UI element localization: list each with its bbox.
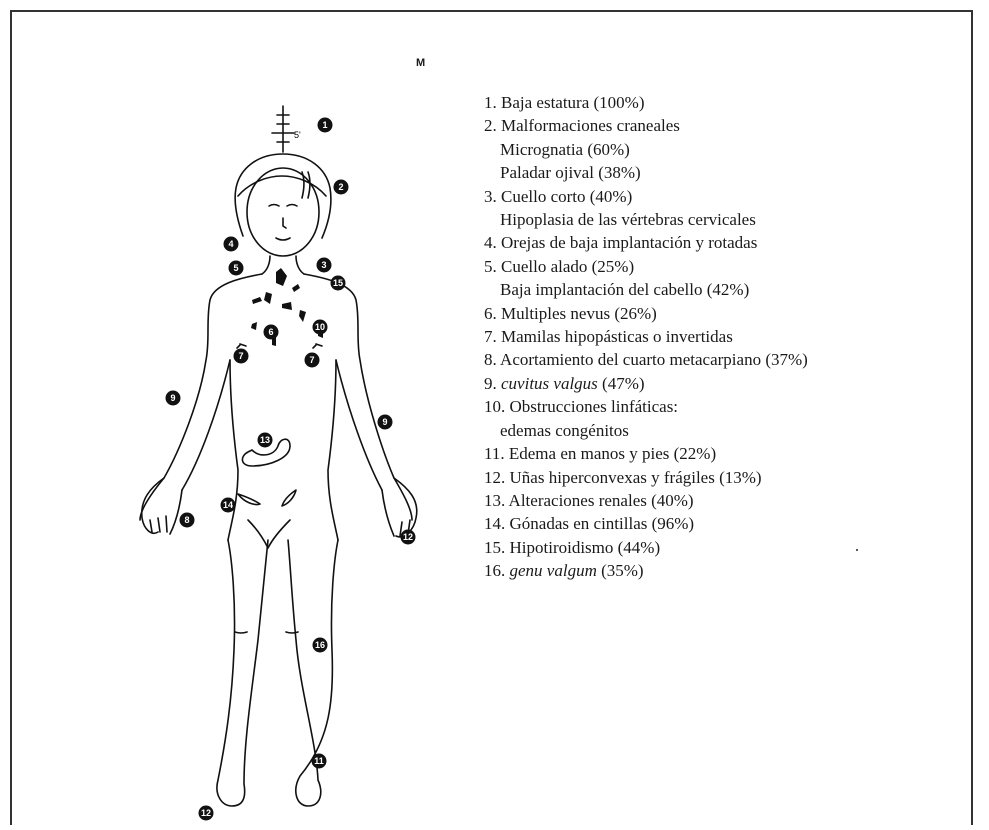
marker-5: 5 <box>229 261 244 276</box>
marker-12: 12 <box>401 530 416 545</box>
marker-9: 9 <box>166 391 181 406</box>
marker-number: 14 <box>223 500 233 510</box>
marker-number: 7 <box>238 351 243 361</box>
marker-3: 3 <box>317 258 332 273</box>
face <box>247 168 319 256</box>
marker-number: 8 <box>184 515 189 525</box>
marker-7: 7 <box>234 349 249 364</box>
marker-number: 12 <box>403 532 413 542</box>
marker-15: 15 <box>331 276 346 291</box>
feature-item: 6. Multiples nevus (26%) <box>484 302 808 325</box>
marker-12: 12 <box>199 806 214 821</box>
marker-1: 1 <box>318 118 333 133</box>
feature-percent: (35%) <box>597 561 644 580</box>
marker-number: 9 <box>382 417 387 427</box>
feature-item: Paladar ojival (38%) <box>484 161 808 184</box>
feature-list: 1. Baja estatura (100%)2. Malformaciones… <box>484 91 808 583</box>
marker-number: 12 <box>201 808 211 818</box>
marker-14: 14 <box>221 498 236 513</box>
marker-number: 9 <box>170 393 175 403</box>
gonad-left <box>238 494 260 505</box>
feature-item: 7. Mamilas hipopásticas o invertidas <box>484 325 808 348</box>
marker-number: 5 <box>233 263 238 273</box>
feature-percent: (47%) <box>598 374 645 393</box>
feature-item: 16. genu valgum (35%) <box>484 559 808 582</box>
marker-number: 16 <box>315 640 325 650</box>
marker-13: 13 <box>258 433 273 448</box>
feature-item: 11. Edema en manos y pies (22%) <box>484 442 808 465</box>
marker-number: 6 <box>268 327 273 337</box>
height-tick-label: 5' <box>294 130 301 140</box>
feature-item: Baja implantación del cabello (42%) <box>484 278 808 301</box>
marker-8: 8 <box>180 513 195 528</box>
feature-item: 8. Acortamiento del cuarto metacarpiano … <box>484 348 808 371</box>
marker-7: 7 <box>305 353 320 368</box>
marker-11: 11 <box>312 754 327 769</box>
body-outline <box>140 274 412 520</box>
marker-16: 16 <box>313 638 328 653</box>
marker-number: 7 <box>309 355 314 365</box>
feature-item: 12. Uñas hiperconvexas y frágiles (13%) <box>484 466 808 489</box>
feature-item: Micrognatia (60%) <box>484 138 808 161</box>
feature-item: edemas congénitos <box>484 419 808 442</box>
marker-2: 2 <box>334 180 349 195</box>
feature-item: 2. Malformaciones craneales <box>484 114 808 137</box>
marker-9: 9 <box>378 415 393 430</box>
marker-number: 11 <box>314 756 324 766</box>
feature-item: 4. Orejas de baja implantación y rotadas <box>484 231 808 254</box>
marker-number: 13 <box>260 435 270 445</box>
marker-number: 3 <box>321 260 326 270</box>
gonad-right <box>282 490 296 506</box>
feature-item: 9. cuvitus valgus (47%) <box>484 372 808 395</box>
nevus-spots <box>251 268 323 346</box>
feature-item: Hipoplasia de las vértebras cervicales <box>484 208 808 231</box>
feature-number: 16. <box>484 561 510 580</box>
feature-item: 14. Gónadas en cintillas (96%) <box>484 512 808 535</box>
height-ruler: 5' <box>272 106 301 152</box>
speck <box>856 549 858 551</box>
marker-4: 4 <box>224 237 239 252</box>
left-hand <box>142 478 182 534</box>
marker-10: 10 <box>313 320 328 335</box>
feature-term: cuvitus valgus <box>501 374 598 393</box>
marker-number: 10 <box>315 322 325 332</box>
feature-term: genu valgum <box>510 561 597 580</box>
marker-6: 6 <box>264 325 279 340</box>
marker-number: 15 <box>333 278 343 288</box>
feature-item: 1. Baja estatura (100%) <box>484 91 808 114</box>
marker-number: 2 <box>338 182 343 192</box>
marker-number: 1 <box>322 120 327 130</box>
feature-item: 5. Cuello alado (25%) <box>484 255 808 278</box>
feature-item: 15. Hipotiroidismo (44%) <box>484 536 808 559</box>
feature-item: 13. Alteraciones renales (40%) <box>484 489 808 512</box>
marker-number: 4 <box>228 239 233 249</box>
feature-number: 9. <box>484 374 501 393</box>
feature-item: 3. Cuello corto (40%) <box>484 185 808 208</box>
feature-item: 10. Obstrucciones linfáticas: <box>484 395 808 418</box>
